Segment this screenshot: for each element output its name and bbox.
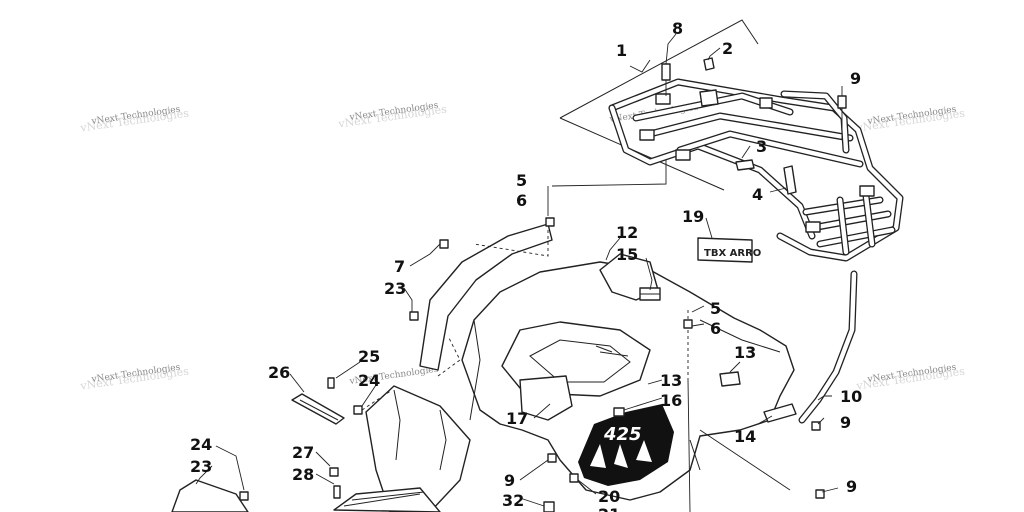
bolt-part-4 bbox=[783, 165, 797, 195]
svg-text:425: 425 bbox=[603, 424, 642, 445]
watermark-8: vNext Technologies vNext Technologies bbox=[855, 363, 966, 393]
callout-labels: 1 8 2 9 3 4 5 6 19 12 15 7 23 5 6 13 25 … bbox=[190, 19, 862, 512]
callout-9-right: 9 bbox=[840, 413, 851, 432]
callout-5-left: 5 bbox=[516, 171, 527, 190]
fastener-9b bbox=[811, 421, 821, 431]
callout-20: 20 bbox=[598, 487, 620, 506]
watermark-5: vNext Technologies vNext Technologies bbox=[79, 363, 190, 393]
watermark-1: vNext Technologies vNext Technologies bbox=[79, 105, 190, 135]
callout-13-mid: 13 bbox=[660, 371, 682, 390]
callout-4: 4 bbox=[752, 185, 763, 204]
callout-1: 1 bbox=[616, 41, 627, 60]
fastener-6a bbox=[545, 217, 555, 227]
callout-3: 3 bbox=[756, 137, 767, 156]
fastener-7 bbox=[439, 239, 449, 249]
support-bar-part-10 bbox=[798, 270, 858, 424]
callout-21: 21 bbox=[598, 505, 620, 512]
callout-27: 27 bbox=[292, 443, 314, 462]
callout-24-bottom: 24 bbox=[190, 435, 212, 454]
callout-6-right: 6 bbox=[710, 319, 721, 338]
bolt-part-3 bbox=[735, 159, 755, 171]
callout-24-mid: 24 bbox=[358, 371, 380, 390]
callout-23-top: 23 bbox=[384, 279, 406, 298]
callout-32: 32 bbox=[502, 491, 524, 510]
leader-lines bbox=[195, 33, 843, 512]
callout-9-mid: 9 bbox=[504, 471, 515, 490]
callout-13-right: 13 bbox=[734, 343, 756, 362]
fastener-9c bbox=[547, 453, 557, 463]
rack-bumper-part-2 bbox=[699, 57, 719, 107]
callout-14: 14 bbox=[734, 427, 756, 446]
watermark-2: vNext Technologies vNext Technologies bbox=[337, 101, 448, 131]
callout-19: 19 bbox=[682, 207, 704, 226]
callout-15: 15 bbox=[616, 245, 638, 264]
callout-28: 28 bbox=[292, 465, 314, 484]
footwell-panel bbox=[333, 385, 471, 512]
mud-flap-part-7 bbox=[419, 223, 553, 371]
callout-9-top: 9 bbox=[850, 69, 861, 88]
callout-5-right: 5 bbox=[710, 299, 721, 318]
callout-23-bottom: 23 bbox=[190, 457, 212, 476]
fastener-6b bbox=[683, 319, 693, 329]
callout-16: 16 bbox=[660, 391, 682, 410]
bolt-part-8 bbox=[661, 63, 671, 96]
callout-7: 7 bbox=[394, 257, 405, 276]
footrest-part-26 bbox=[291, 393, 345, 425]
callout-8: 8 bbox=[672, 19, 683, 38]
decal-part-19: TBX ARRO bbox=[697, 237, 761, 263]
callout-17: 17 bbox=[506, 409, 528, 428]
callout-2: 2 bbox=[722, 39, 733, 58]
fastener-32 bbox=[543, 501, 555, 512]
watermark-4: vNext Technologies vNext Technologies bbox=[855, 105, 966, 135]
callout-12: 12 bbox=[616, 223, 638, 242]
svg-text:TBX ARRO: TBX ARRO bbox=[704, 248, 761, 259]
fastener-9d bbox=[815, 489, 825, 499]
fastener-24 bbox=[353, 405, 363, 415]
bolt-part-9-top bbox=[837, 95, 847, 140]
fastener-23 bbox=[409, 311, 419, 321]
rack-group-bracket bbox=[559, 19, 759, 191]
callout-9-bottom: 9 bbox=[846, 477, 857, 496]
fastener-24b bbox=[239, 491, 249, 501]
fastener-28 bbox=[333, 485, 341, 499]
panel-part-23-left bbox=[171, 479, 249, 512]
callout-6-left: 6 bbox=[516, 191, 527, 210]
fastener-16 bbox=[613, 407, 625, 417]
fastener-part-13 bbox=[719, 371, 741, 387]
fastener-27 bbox=[329, 467, 339, 477]
fastener-25 bbox=[327, 377, 335, 389]
fastener-20 bbox=[569, 473, 579, 483]
rear-rack-assembly bbox=[559, 19, 904, 262]
callout-10: 10 bbox=[840, 387, 862, 406]
fastener-set bbox=[239, 217, 825, 512]
callout-26: 26 bbox=[268, 363, 290, 382]
rear-fender-body bbox=[461, 253, 795, 501]
callout-25: 25 bbox=[358, 347, 380, 366]
side-decal-part-20: 425 bbox=[578, 404, 674, 486]
